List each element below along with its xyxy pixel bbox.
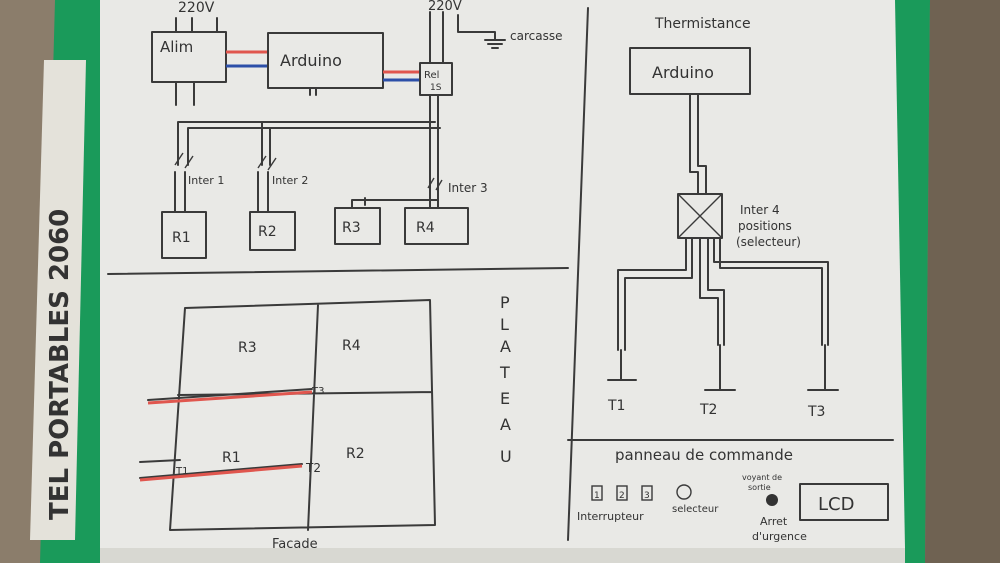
r3-label: R3 xyxy=(342,220,361,236)
thermistor-title: Thermistance xyxy=(654,16,751,32)
zone-r3: R3 xyxy=(238,340,257,356)
panel-switch-3 xyxy=(641,485,653,501)
paper-sheet xyxy=(100,0,905,553)
divider-vertical xyxy=(567,7,589,541)
switch-label-1: Inter 1 xyxy=(188,174,224,187)
svg-text:1: 1 xyxy=(594,491,600,501)
arduino-block xyxy=(267,32,384,89)
panel-title: panneau de commande xyxy=(615,446,793,464)
spine-label-strip xyxy=(30,60,86,540)
sensor-icons xyxy=(607,344,839,391)
svg-text:3: 3 xyxy=(644,491,650,501)
switch-icons xyxy=(174,152,443,191)
panel-selector-icon xyxy=(676,484,692,500)
svg-text:E: E xyxy=(500,389,510,408)
plateau-vertical-label: P L A T E A U xyxy=(499,293,512,466)
estop-label-1: Arret xyxy=(760,515,788,528)
ground-label: carcasse xyxy=(510,29,562,43)
selector-label-3: (selecteur) xyxy=(736,235,801,249)
zone-r2: R2 xyxy=(346,446,365,462)
zone-r1: R1 xyxy=(222,450,241,466)
switch-group-label: Interrupteur xyxy=(577,510,644,523)
indicator-label-2: sortie xyxy=(748,483,771,492)
indicator-label-1: voyant de xyxy=(742,473,782,482)
zone-r4: R4 xyxy=(342,338,361,354)
selector-label-1: Inter 4 xyxy=(740,203,780,217)
panel-switch-2 xyxy=(616,485,628,501)
plateau-sensor-t3: T3 xyxy=(311,386,324,397)
sensor-t2: T2 xyxy=(699,402,717,418)
thermistor-arduino-label: Arduino xyxy=(652,63,714,82)
lcd-block xyxy=(799,483,889,521)
svg-text:A: A xyxy=(500,337,511,356)
plateau-sensor-t2: T2 xyxy=(305,461,321,475)
sensor-t3: T3 xyxy=(807,404,825,420)
alim-label: Alim xyxy=(160,38,193,56)
svg-text:U: U xyxy=(500,447,512,466)
resistor-r2 xyxy=(249,211,296,251)
sensor-t1: T1 xyxy=(607,398,625,414)
relay-block xyxy=(419,62,453,96)
resistor-r3 xyxy=(334,207,381,245)
relay-sublabel: 1S xyxy=(430,83,442,93)
r1-label: R1 xyxy=(172,230,191,246)
lcd-label: LCD xyxy=(818,494,854,515)
plateau-sensor-t1: T1 xyxy=(175,466,188,477)
svg-text:2: 2 xyxy=(619,491,625,501)
ground-icon xyxy=(429,11,506,64)
svg-text:P: P xyxy=(500,293,510,312)
panel-switch-1 xyxy=(591,485,603,501)
relay-label: Rel xyxy=(424,70,439,81)
svg-text:L: L xyxy=(500,315,509,334)
selector-label: selecteur xyxy=(672,504,719,515)
svg-text:A: A xyxy=(500,415,511,434)
label-220v-left: 220V xyxy=(178,0,215,16)
svg-text:T: T xyxy=(499,363,510,382)
switch-label-3: Inter 3 xyxy=(448,181,488,195)
resistor-r1 xyxy=(161,211,207,259)
emergency-stop-icon xyxy=(766,494,778,506)
alim-block xyxy=(151,31,227,83)
facade-label: Facade xyxy=(272,537,318,552)
resistor-r4 xyxy=(404,207,469,245)
arduino-label: Arduino xyxy=(280,51,342,70)
r2-label: R2 xyxy=(258,224,277,240)
switch-label-2: Inter 2 xyxy=(272,174,308,187)
spine-label: TEL PORTABLES 2060 xyxy=(45,209,75,520)
divider-horizontal-left xyxy=(107,267,569,275)
selector-label-2: positions xyxy=(738,219,792,233)
label-220v-right: 220V xyxy=(428,0,462,14)
r4-label: R4 xyxy=(416,220,435,236)
estop-label-2: d'urgence xyxy=(752,530,807,543)
